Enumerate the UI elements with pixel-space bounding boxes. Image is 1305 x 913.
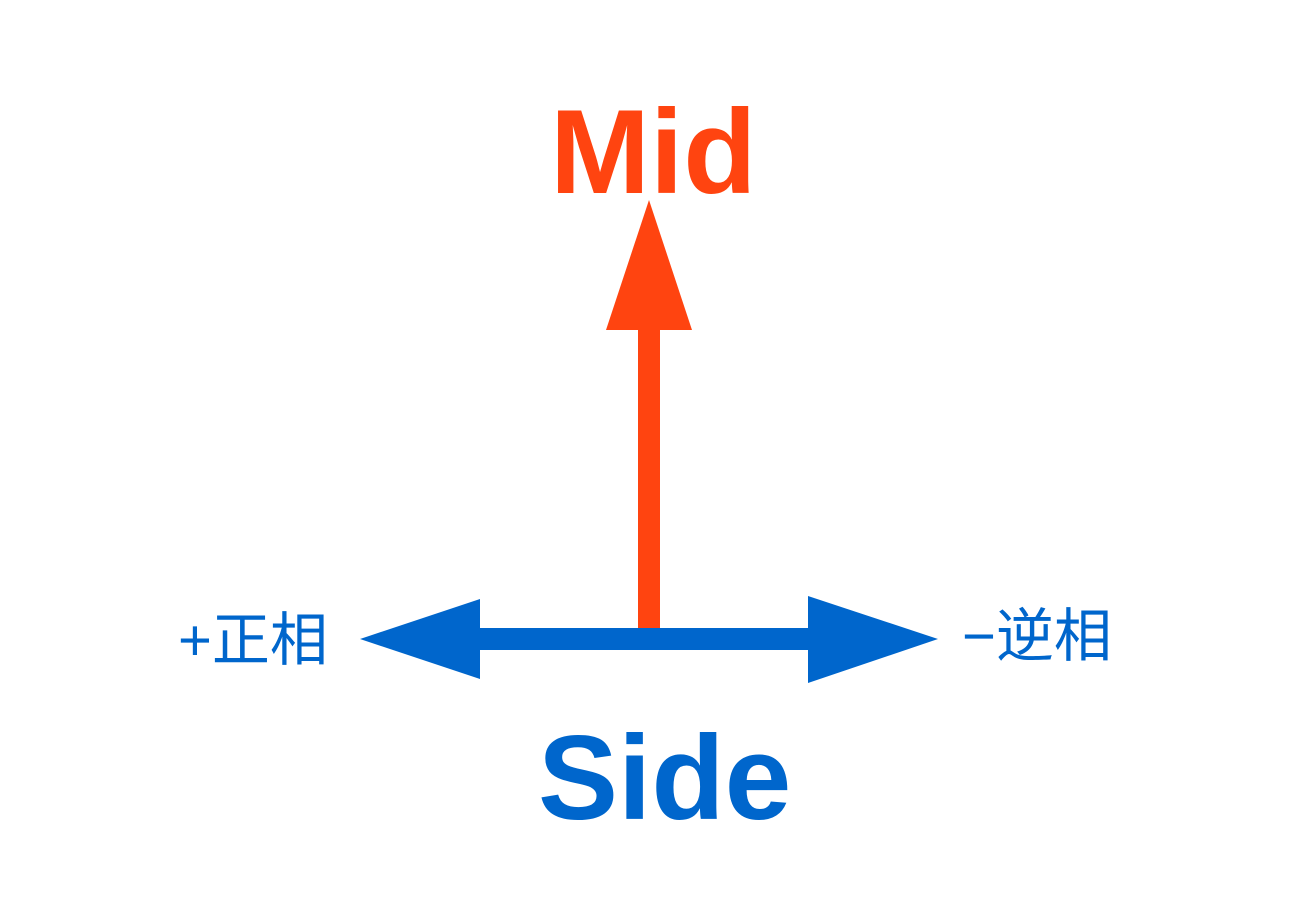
side-arrow-shaft <box>476 628 812 650</box>
anti-phase-label: −逆相 <box>962 604 1112 669</box>
mid-arrow-shaft <box>638 326 660 630</box>
in-phase-label: +正相 <box>178 608 328 673</box>
mid-arrow-head <box>606 200 692 330</box>
side-label: Side <box>538 711 792 845</box>
mid-arrow-icon <box>606 200 692 630</box>
side-arrow-left-head <box>360 599 480 679</box>
side-arrow-right-head <box>808 596 938 683</box>
side-double-arrow-icon <box>360 596 938 683</box>
mid-label: Mid <box>550 85 757 219</box>
